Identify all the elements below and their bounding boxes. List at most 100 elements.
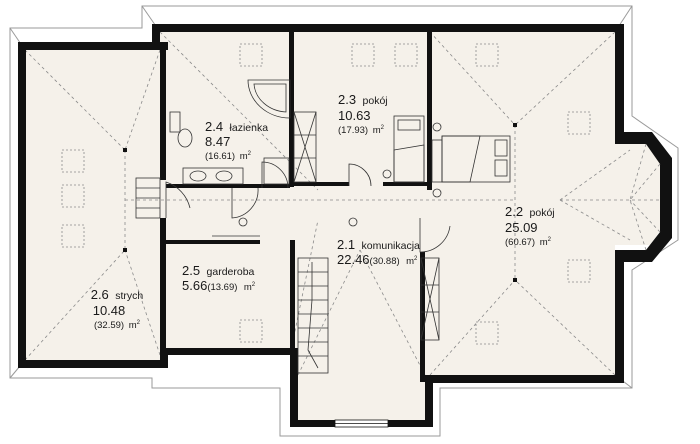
room-name: łazienka — [230, 122, 269, 134]
room-name: pokój — [530, 207, 555, 219]
skylight — [351, 43, 375, 67]
door-swing — [348, 163, 372, 187]
wall-top-left — [18, 42, 168, 50]
wall-stair-bay-bottom-l — [290, 420, 335, 427]
wall-lazienka-bottom — [166, 184, 266, 188]
wall-stair-bay-right — [425, 375, 433, 427]
marker — [123, 148, 127, 152]
room-label-garderoba: 2.5 garderoba — [182, 262, 255, 279]
skylight — [567, 259, 591, 283]
wall-bottom-mid — [160, 348, 298, 355]
room-gross-area-strych: (32.59) m2 — [94, 320, 141, 331]
wall-bottom-right — [425, 375, 624, 383]
wall-right-bottom — [615, 250, 624, 383]
wall-garderoba-right — [290, 240, 295, 355]
pillow — [397, 119, 421, 131]
area-unit: m — [129, 320, 137, 331]
room-net-area: 25.09 — [505, 220, 538, 235]
wall-strych-right-lower — [160, 218, 166, 355]
fixture-circle — [432, 188, 442, 198]
skylight — [61, 184, 85, 208]
bed-cover — [441, 135, 481, 183]
stair-outline — [297, 257, 329, 374]
room-gross-area-pokoj-22: (60.67) m2 — [505, 237, 552, 248]
wall-top — [152, 24, 624, 32]
area-unit-sup: 2 — [248, 151, 252, 157]
room-gross-area: (17.93) — [338, 125, 368, 136]
toilet-bowl — [177, 128, 193, 148]
sink-counter — [182, 167, 244, 185]
doors — [165, 161, 451, 253]
sink-basin — [215, 170, 233, 182]
door-swing — [231, 187, 259, 219]
room-label-pokoj-22: 2.2 pokój — [505, 203, 555, 220]
bathtub-inner — [253, 83, 287, 113]
room-number: 2.6 — [91, 287, 109, 302]
room-net-area: 10.48 — [93, 303, 126, 318]
area-unit-sup: 2 — [252, 282, 256, 288]
skylight — [239, 43, 263, 67]
wall-lazienka-door-jamb — [262, 184, 290, 188]
room-name: pokój — [363, 95, 388, 107]
bay-hip-line — [629, 163, 661, 201]
wall-pokoj22-left-lower — [420, 252, 425, 382]
door-swing — [165, 181, 191, 218]
room-gross-area: (30.88) — [370, 256, 400, 267]
room-gross-area: (13.69) — [207, 282, 237, 293]
ridge-markers — [123, 123, 517, 282]
hip-line — [514, 279, 616, 376]
room-net-area: 10.63 — [338, 108, 371, 123]
bottom-window — [334, 419, 389, 428]
wall-lazienka-right — [289, 32, 294, 187]
bathroom-fixtures — [169, 79, 442, 227]
room-number: 2.5 — [182, 263, 200, 278]
room-gross-area-pokoj-23: (17.93) m2 — [338, 125, 385, 136]
room-net-area: 8.47 — [205, 134, 230, 149]
room-number: 2.2 — [505, 204, 523, 219]
bed-cover — [393, 144, 425, 183]
marker — [513, 123, 517, 127]
room-area-garderoba: 5.66(13.69) m2 — [182, 277, 256, 294]
room-number: 2.1 — [337, 237, 355, 252]
fixture-circle — [382, 169, 392, 179]
skylight — [567, 111, 591, 135]
area-unit-sup: 2 — [414, 256, 418, 262]
wall-left — [18, 42, 26, 367]
fixture-circle — [238, 217, 248, 227]
hip-line — [297, 249, 361, 376]
skylight — [394, 43, 418, 67]
bay-hip-line — [629, 143, 647, 201]
skylight — [475, 43, 499, 67]
wall-pokoj23-bottom-r — [383, 182, 430, 186]
skylight — [475, 321, 499, 345]
room-name: komunikacja — [362, 240, 421, 252]
hip-line — [289, 219, 319, 356]
door-swing — [419, 218, 451, 253]
interior-walls — [160, 32, 432, 382]
pillow — [494, 159, 508, 177]
area-unit: m — [540, 237, 548, 248]
area-unit: m — [406, 256, 414, 267]
skylight — [239, 319, 263, 343]
room-gross-area-lazienka: (16.61) m2 — [205, 151, 252, 162]
wall-stair-bay-left — [290, 355, 298, 427]
hip-line — [124, 249, 161, 356]
wall-bottom-left — [18, 360, 168, 368]
hip-line — [514, 31, 616, 126]
area-unit: m — [240, 151, 248, 162]
room-net-area: 22.46 — [337, 252, 370, 267]
wardrobe — [293, 111, 317, 183]
bay-wall — [615, 132, 672, 262]
wardrobe-cross — [293, 111, 317, 183]
area-unit-sup: 2 — [137, 320, 141, 326]
area-unit: m — [244, 282, 252, 293]
skylight — [61, 149, 85, 173]
door-swing — [261, 161, 289, 189]
room-number: 2.4 — [205, 119, 223, 134]
exterior-walls — [18, 24, 624, 427]
hip-line — [24, 249, 126, 361]
room-labels: 2.6 strych 10.48 (32.59) m2 2.4 łazienka… — [91, 92, 555, 331]
corner-bathtub — [247, 79, 291, 119]
toilet — [169, 111, 181, 133]
room-name: garderoba — [207, 266, 255, 278]
